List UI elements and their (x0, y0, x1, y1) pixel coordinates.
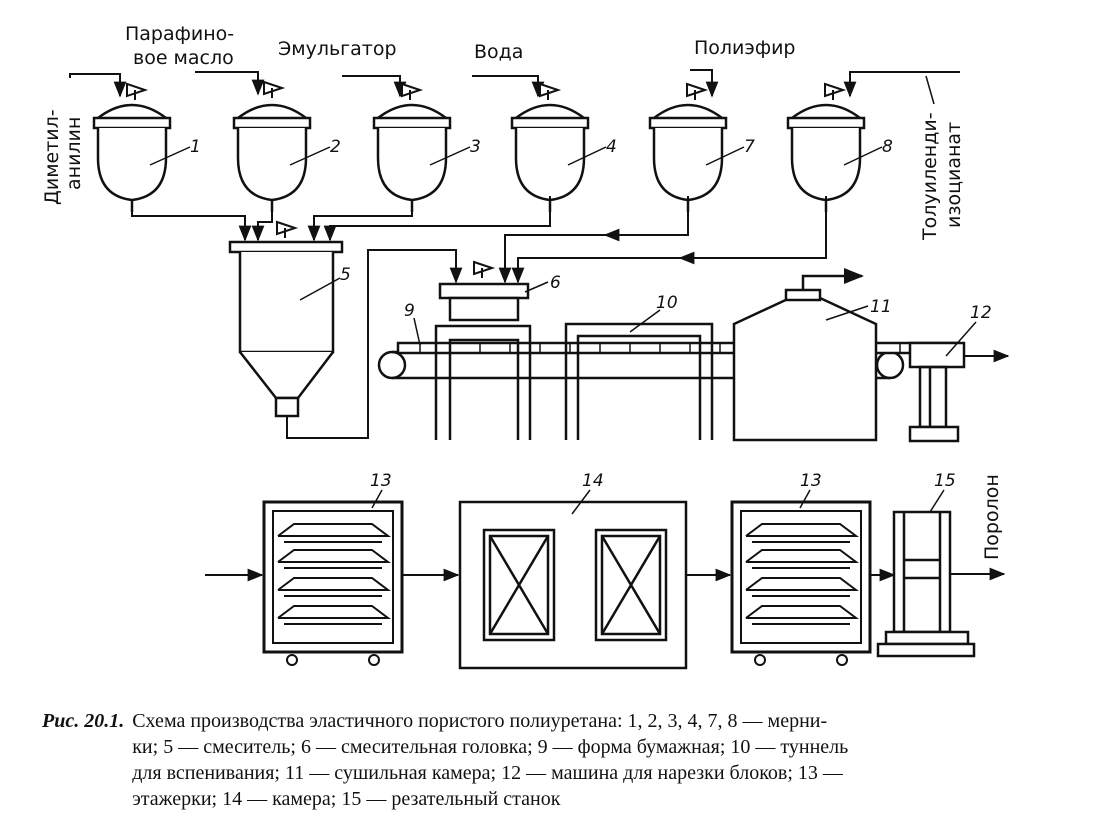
label-foam: Поролон (981, 474, 1003, 560)
label-paraffin-line2: вое масло (133, 47, 234, 69)
number-13-right: 13 (800, 471, 822, 491)
number-14: 14 (582, 471, 604, 491)
chamber-14 (458, 500, 688, 670)
number-11: 11 (870, 297, 892, 317)
measuring-tank-3 (372, 103, 452, 214)
number-leader-lower (371, 489, 945, 515)
number-7: 7 (744, 137, 755, 157)
cutting-machine-15 (876, 510, 976, 658)
valve-icon (276, 221, 296, 239)
tank-outlet-lines (131, 196, 827, 284)
measuring-tank-1 (92, 103, 172, 214)
number-10: 10 (656, 293, 678, 313)
figure-caption: Рис. 20.1. Схема производства эластичног… (42, 708, 1082, 812)
shelf-rack-13-left (262, 500, 404, 667)
number-13-left: 13 (370, 471, 392, 491)
number-15: 15 (934, 471, 956, 491)
caption-line: Схема производства эластичного пористого… (132, 710, 828, 732)
block-cutting-machine-12 (908, 341, 966, 443)
label-tdi-line1: Толуиленди- (919, 112, 941, 241)
number-9: 9 (404, 301, 415, 321)
mixer-5 (228, 240, 344, 418)
shelf-rack-13-right (730, 500, 872, 667)
number-8: 8 (882, 137, 893, 157)
valve-icon (401, 83, 421, 101)
valve-icon (824, 83, 844, 101)
caption-line: ки; 5 — смеситель; 6 — смесительная голо… (132, 736, 849, 758)
number-4: 4 (606, 137, 617, 157)
valve-icon (473, 261, 493, 279)
number-12: 12 (970, 303, 992, 323)
valve-icon (126, 83, 146, 101)
number-1: 1 (190, 137, 201, 157)
valve-icon (686, 83, 706, 101)
label-dimethylaniline-line1: Диметил- (41, 109, 63, 205)
label-dimethylaniline-line2: анилин (63, 117, 85, 190)
valve-icon (263, 81, 283, 99)
caption-title: Рис. 20.1. (42, 710, 125, 732)
mixer-to-head-line (286, 249, 463, 439)
head-support (434, 324, 532, 440)
caption-line: для вспенивания; 11 — сушильная камера; … (132, 762, 843, 784)
mixing-head-6 (438, 282, 530, 322)
measuring-tank-2 (232, 103, 312, 214)
label-paraffin-line1: Парафино- (125, 23, 234, 45)
feed-lines (69, 69, 960, 98)
label-emulsifier: Эмульгатор (278, 38, 397, 60)
valve-icon (539, 83, 559, 101)
measuring-tank-7 (648, 103, 728, 214)
foaming-tunnel-10 (564, 322, 714, 440)
label-water: Вода (474, 41, 523, 63)
label-polyester: Полиэфир (694, 37, 796, 59)
caption-body: Схема производства эластичного пористого… (132, 708, 1012, 812)
leader-lines (149, 75, 977, 357)
measuring-tank-4 (510, 103, 590, 214)
label-tdi-line2: изоцианат (943, 122, 965, 228)
number-5: 5 (340, 265, 351, 285)
production-scheme-diagram: Парафино- вое масло Эмульгатор Вода Поли… (41, 23, 1010, 670)
number-6: 6 (550, 273, 561, 293)
measuring-tank-8 (786, 103, 866, 214)
number-2: 2 (330, 137, 341, 157)
drying-chamber-11 (732, 268, 878, 442)
caption-line: этажерки; 14 — камера; 15 — резательный … (132, 788, 561, 810)
number-3: 3 (470, 137, 481, 157)
